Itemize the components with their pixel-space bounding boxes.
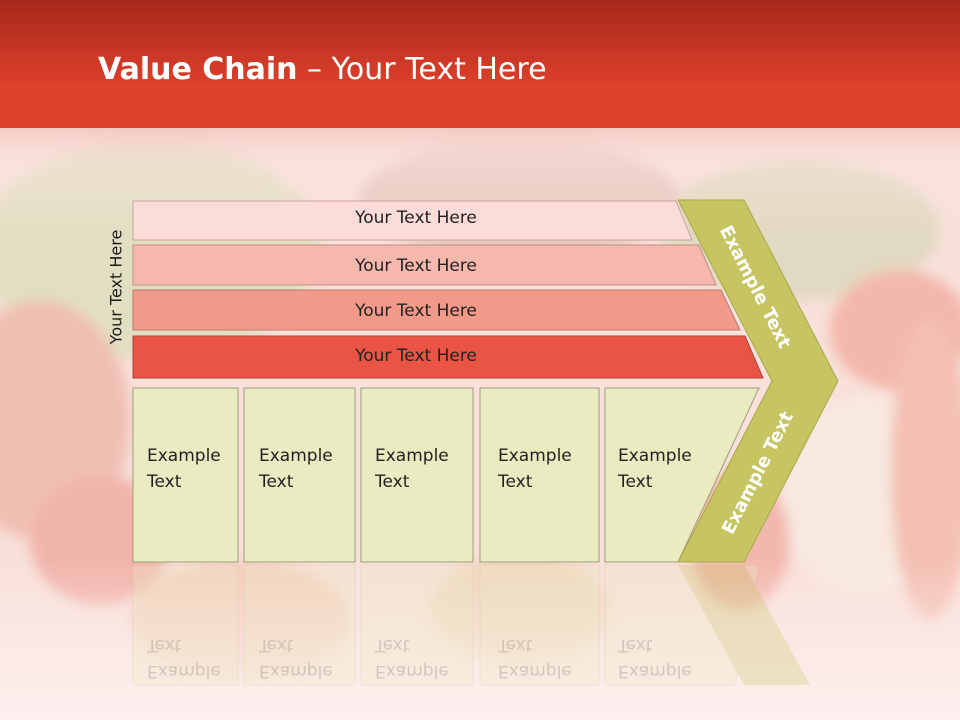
- box-2-line-1: Example: [259, 446, 333, 466]
- box-4-reflection-line-2: Text: [498, 635, 533, 655]
- box-3-line-2: Text: [375, 472, 410, 492]
- box-4-line-2: Text: [498, 472, 533, 492]
- box-1-reflection-line-1: Example: [147, 661, 221, 681]
- band-4: [132, 335, 764, 379]
- band-1: [132, 200, 693, 241]
- box-2-line-2: Text: [259, 472, 294, 492]
- box-5-line-1: Example: [618, 446, 692, 466]
- box-2-reflection-line-2: Text: [259, 635, 294, 655]
- side-label-text: Your Text Here: [106, 229, 126, 345]
- box-3-reflection-line-1: Example: [375, 661, 449, 681]
- box-1-line-1: Example: [147, 446, 221, 466]
- title-rest: – Your Text Here: [297, 52, 547, 87]
- band-1-label: Your Text Here: [355, 208, 477, 228]
- box-2: [243, 387, 356, 563]
- box-1-line-2: Text: [147, 472, 182, 492]
- box-3-reflection: Example Text: [375, 632, 449, 684]
- box-2-reflection-line-1: Example: [259, 661, 333, 681]
- box-1-reflection-line-2: Text: [147, 635, 182, 655]
- box-4-reflection-line-1: Example: [498, 661, 572, 681]
- box-1: [132, 387, 239, 563]
- chevron-arrow: [677, 199, 839, 563]
- band-3: [132, 289, 741, 331]
- box-4-line-1: Example: [498, 446, 572, 466]
- box-3-line-1: Example: [375, 446, 449, 466]
- title-bold: Value Chain: [98, 52, 298, 87]
- slide-title: Value Chain – Your Text Here: [98, 52, 547, 87]
- box-2-reflection: Example Text: [259, 632, 333, 684]
- reflection: [132, 564, 810, 686]
- box-5-reflection-line-2: Text: [618, 635, 653, 655]
- box-3-reflection-line-2: Text: [375, 635, 410, 655]
- band-2: [132, 244, 717, 286]
- box-4-reflection: Example Text: [498, 632, 572, 684]
- band-4-label: Your Text Here: [355, 346, 477, 366]
- box-5-reflection-line-1: Example: [618, 661, 692, 681]
- box-3: [360, 387, 474, 563]
- box-1-reflection: Example Text: [147, 632, 221, 684]
- band-2-label: Your Text Here: [355, 256, 477, 276]
- box-4: [479, 387, 600, 563]
- band-3-label: Your Text Here: [355, 301, 477, 321]
- box-5-line-2: Text: [618, 472, 653, 492]
- box-5-reflection: Example Text: [618, 632, 692, 684]
